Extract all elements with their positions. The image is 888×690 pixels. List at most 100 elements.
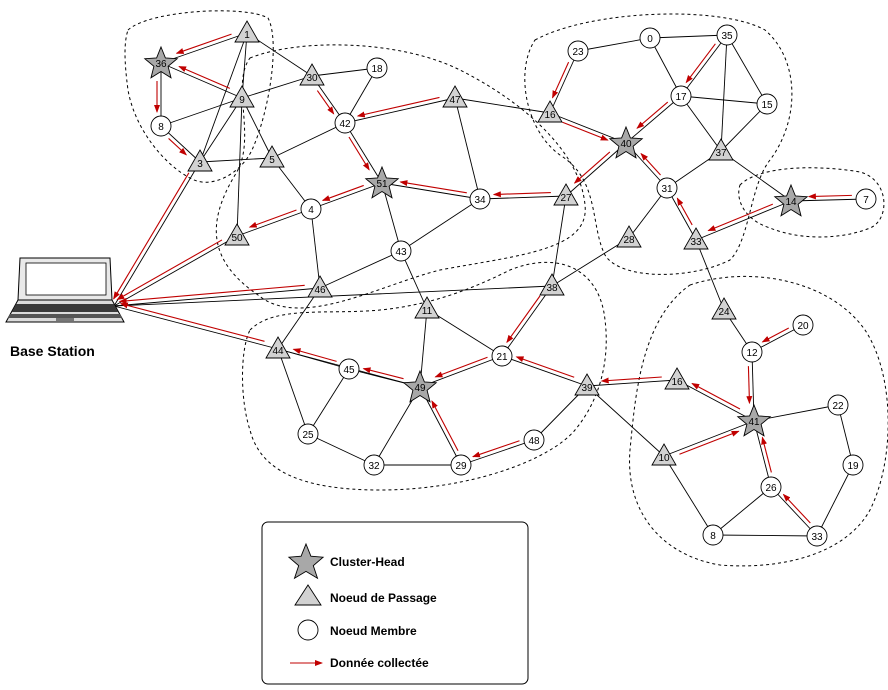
edge-n31-n28 xyxy=(628,187,668,239)
node-label: 36 xyxy=(155,59,167,70)
member-shape xyxy=(491,345,513,367)
node-gateway-37: 37 xyxy=(708,138,734,161)
node-label: 7 xyxy=(863,195,869,206)
data-flows-layer xyxy=(113,33,852,524)
node-label: 44 xyxy=(272,346,284,357)
node-member-12: 12 xyxy=(741,341,763,363)
edge-n25-n32 xyxy=(307,433,375,466)
node-gateway-11: 11 xyxy=(414,296,440,319)
gateway-shape xyxy=(234,20,260,43)
node-gateway-30: 30 xyxy=(299,63,325,86)
flow-n3-to-bs xyxy=(113,172,190,300)
cluster-boundary-36 xyxy=(124,10,274,183)
node-gateway-16: 16 xyxy=(664,367,690,390)
edge-n11-n21 xyxy=(426,308,503,357)
node-member-45: 45 xyxy=(338,358,360,380)
node-label: 51 xyxy=(376,179,388,190)
node-label: 12 xyxy=(746,348,758,359)
node-gateway-27: 27 xyxy=(553,183,579,206)
flow-n1-to-n36 xyxy=(175,33,232,54)
edge-n30-n18 xyxy=(311,67,378,77)
node-cluster-head-36: 36 xyxy=(143,45,179,79)
node-cluster-head-14: 14 xyxy=(773,183,809,217)
node-gateway-5: 5 xyxy=(259,145,285,168)
node-gateway-38: 38 xyxy=(539,273,565,296)
node-label: 21 xyxy=(496,352,508,363)
member-shape xyxy=(469,188,491,210)
edge-n42-n51 xyxy=(344,122,383,184)
member-shape xyxy=(523,429,545,451)
flow-n39-to-n21 xyxy=(515,356,575,378)
edge-n28-n38 xyxy=(551,237,630,287)
node-label: 8 xyxy=(710,531,716,542)
edge-n36-n1 xyxy=(160,32,248,64)
gateway-shape xyxy=(259,145,285,168)
member-shape xyxy=(756,93,778,115)
legend-cluster-head-star-icon xyxy=(287,542,325,580)
member-shape xyxy=(716,24,738,46)
node-cluster-head-51: 51 xyxy=(364,165,400,199)
node-label: 47 xyxy=(449,95,461,106)
node-label: 8 xyxy=(158,122,164,133)
node-cluster-head-41: 41 xyxy=(736,403,772,437)
edge-bs-n38 xyxy=(113,285,553,307)
cluster-head-shape xyxy=(364,165,400,199)
edge-n43-n11 xyxy=(400,250,428,310)
node-cluster-head-40: 40 xyxy=(608,125,644,159)
gateway-shape xyxy=(307,275,333,298)
node-label: 48 xyxy=(528,436,540,447)
gateway-shape xyxy=(683,227,709,250)
node-member-0: 0 xyxy=(639,27,661,49)
member-shape xyxy=(363,454,385,476)
member-shape xyxy=(670,85,692,107)
edge-n40-n27 xyxy=(565,142,627,197)
node-member-26: 26 xyxy=(760,476,782,498)
node-label: 38 xyxy=(546,283,558,294)
node-label: 4 xyxy=(308,205,314,216)
node-member-22: 22 xyxy=(827,394,849,416)
node-label: 3 xyxy=(197,159,203,170)
cluster-boundary-49 xyxy=(242,261,607,491)
node-label: 25 xyxy=(302,430,314,441)
edge-n4-n51 xyxy=(310,182,383,210)
flow-n42-to-n51 xyxy=(348,136,370,171)
gateway-shape xyxy=(553,183,579,206)
member-shape xyxy=(792,314,814,336)
edge-n49-n21 xyxy=(419,355,503,388)
node-member-25: 25 xyxy=(297,423,319,445)
edge-n9-n30 xyxy=(241,75,313,99)
flow-n12-to-n41 xyxy=(746,366,753,405)
node-label: 26 xyxy=(765,483,777,494)
node-gateway-50: 50 xyxy=(224,223,250,246)
member-shape xyxy=(806,525,828,547)
edge-n47-n16a xyxy=(454,97,551,114)
flow-n50-to-bs xyxy=(116,239,223,301)
node-label: 30 xyxy=(306,73,318,84)
node-label: 16 xyxy=(544,110,556,121)
node-gateway-3: 3 xyxy=(187,149,213,172)
base-station: Base Station xyxy=(5,257,125,359)
edge-n8b-n33b xyxy=(712,534,818,537)
member-shape xyxy=(639,27,661,49)
node-member-7: 7 xyxy=(855,188,877,210)
edge-bs-n50 xyxy=(113,235,238,307)
flow-n20-to-n12 xyxy=(761,327,790,343)
flow-n10-to-n41 xyxy=(679,430,740,455)
flow-n41-to-n16b xyxy=(691,383,741,410)
edge-n41-n26 xyxy=(753,420,772,488)
edge-n3-n5 xyxy=(199,157,273,163)
node-label: 1 xyxy=(244,30,250,41)
cluster-head-shape xyxy=(608,125,644,159)
edge-n27-n38 xyxy=(551,195,567,287)
legend: Cluster-Head Noeud de Passage Noeud Memb… xyxy=(261,521,529,685)
edge-n39-n16b xyxy=(586,379,678,387)
flow-n44-to-bs xyxy=(119,302,265,342)
node-gateway-16: 16 xyxy=(537,100,563,123)
node-label: 49 xyxy=(414,383,426,394)
edge-n51-n43 xyxy=(381,182,402,252)
base-station-label: Base Station xyxy=(10,343,95,359)
node-label: 42 xyxy=(339,119,351,130)
gateway-shape xyxy=(539,273,565,296)
edge-bs-n44 xyxy=(113,305,279,350)
